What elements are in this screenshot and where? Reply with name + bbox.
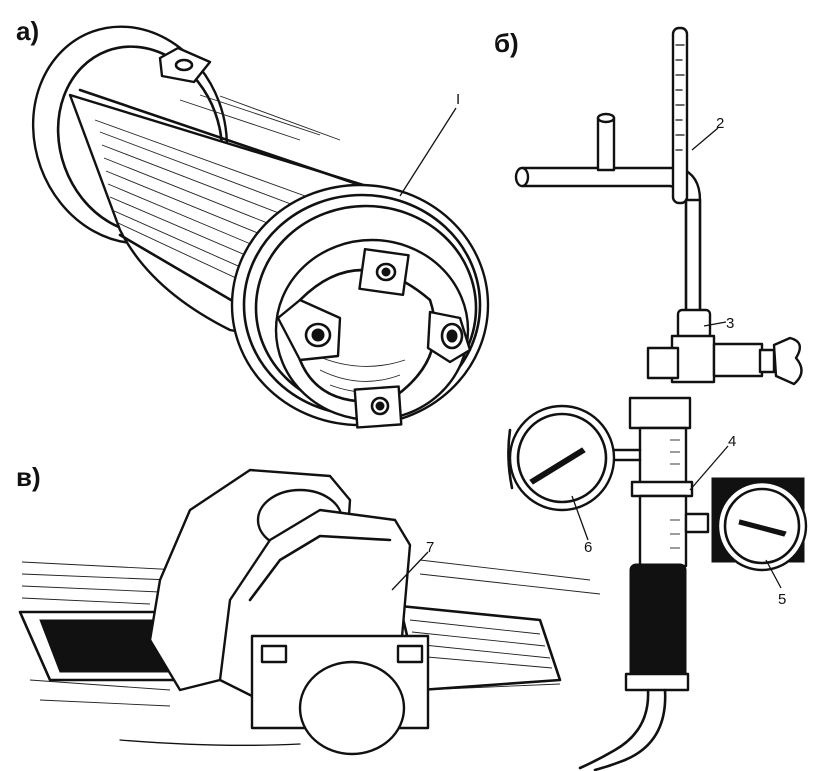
panel-a-cylinder [31, 25, 490, 429]
callout-7: 7 [426, 539, 434, 556]
callout-5: 5 [778, 591, 786, 608]
panel-b-gauge-assembly [507, 26, 808, 771]
callout-6: 6 [584, 539, 592, 556]
pressure-gauge-6 [508, 404, 616, 512]
valve-body [712, 342, 764, 378]
panel-label-b: б) [494, 28, 519, 58]
valve-handle [772, 336, 803, 386]
top-lug [158, 46, 212, 84]
main-column [638, 426, 688, 490]
outlet-hose [578, 688, 650, 770]
callout-3: 3 [726, 315, 734, 332]
clamp-ring [630, 480, 694, 498]
callout-1: I [456, 91, 460, 108]
callout-2: 2 [716, 115, 724, 132]
pipe-stub [596, 116, 616, 172]
panel-label-v: в) [16, 462, 41, 492]
hex-nut [628, 396, 692, 430]
leader-lines [391, 107, 782, 591]
panel-v-machine [18, 468, 601, 756]
thermometer [671, 26, 689, 205]
descending-tube [684, 198, 702, 314]
rubber-hose [629, 563, 687, 689]
union-nut [676, 308, 712, 340]
base-hatching [21, 559, 601, 707]
callout-4: 4 [728, 433, 736, 450]
shaft-end [298, 660, 406, 756]
panel-label-a: а) [16, 16, 39, 46]
